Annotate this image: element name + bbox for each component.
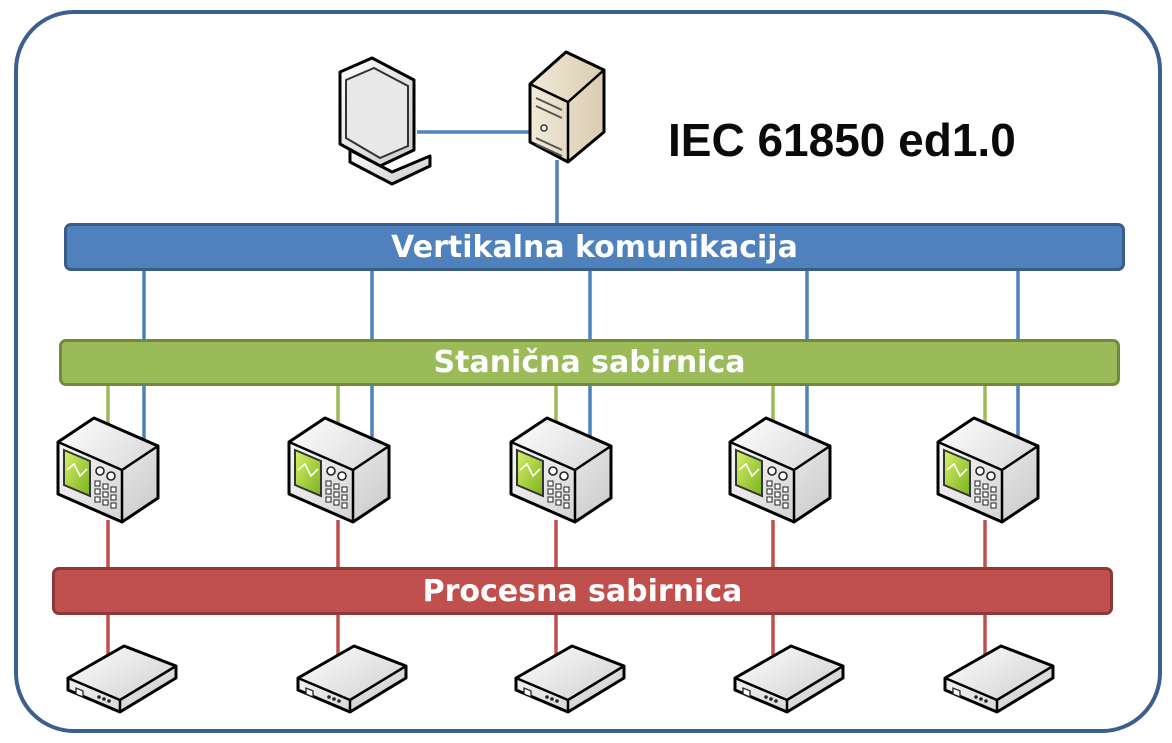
merging-unit-icon <box>296 644 408 714</box>
station-bus: Stanična sabirnica <box>59 339 1120 386</box>
ied-icon <box>287 416 391 524</box>
merging-unit-icon <box>514 644 626 714</box>
merging-unit-icon <box>66 644 178 714</box>
station-bus-links <box>106 386 987 425</box>
ied-icon <box>936 416 1040 524</box>
merging-unit-icon <box>733 644 845 714</box>
server-icon <box>528 50 606 164</box>
ied-icon <box>728 416 832 524</box>
process-bus-links <box>106 520 987 655</box>
vertical-communication-bus: Vertikalna komunikacija <box>64 223 1125 271</box>
vertical-bus-links <box>142 130 1020 450</box>
merging-unit-icon <box>943 644 1055 714</box>
monitor-icon <box>338 56 432 186</box>
bus-label: Procesna sabirnica <box>422 573 743 609</box>
bus-label: Vertikalna komunikacija <box>391 229 798 265</box>
process-bus: Procesna sabirnica <box>52 567 1113 615</box>
bus-label: Stanična sabirnica <box>433 345 746 380</box>
ied-icon <box>509 416 613 524</box>
diagram-title: IEC 61850 ed1.0 <box>668 114 1016 166</box>
